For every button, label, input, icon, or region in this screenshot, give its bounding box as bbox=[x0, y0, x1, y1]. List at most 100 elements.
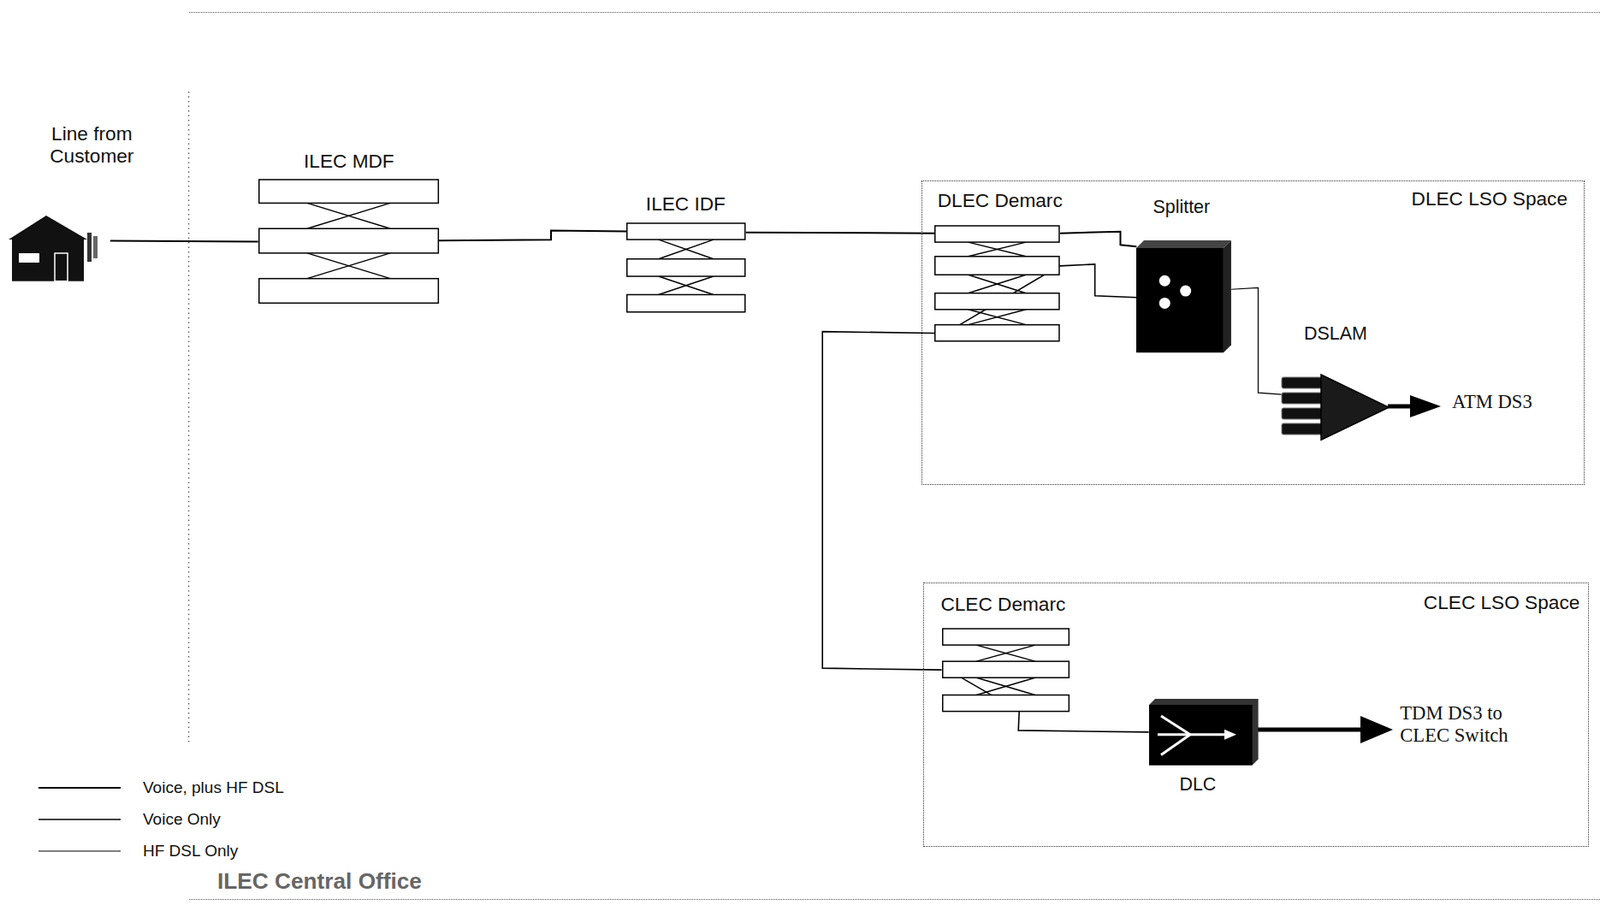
node-heading: Line from Customer bbox=[30, 122, 154, 167]
mux-line bbox=[1157, 733, 1191, 736]
frame-bars bbox=[258, 179, 439, 303]
mux-line bbox=[1161, 734, 1191, 755]
frame-bars bbox=[627, 223, 746, 313]
shape-drawing bbox=[8, 213, 111, 282]
terminal-block bbox=[258, 228, 439, 254]
collocation-space: DLEC LSO SpaceDLEC DemarcSplitterDSLAM bbox=[921, 180, 1585, 486]
cross-connect bbox=[968, 242, 1026, 257]
terminal-block bbox=[935, 256, 1060, 275]
trunk-line bbox=[1387, 404, 1414, 409]
port-card bbox=[1281, 392, 1323, 404]
shape-drawing bbox=[934, 225, 1061, 342]
wire-connector bbox=[1060, 231, 1137, 247]
wire-connector bbox=[1060, 264, 1137, 298]
port-card bbox=[1281, 423, 1323, 435]
house-icon bbox=[8, 215, 98, 282]
cross-connect bbox=[976, 645, 1036, 663]
cross-connect bbox=[968, 309, 1026, 326]
side-box bbox=[87, 232, 92, 262]
shape-drawing bbox=[1149, 699, 1259, 766]
terminal-block bbox=[627, 294, 746, 312]
dslam-icon bbox=[1281, 374, 1389, 440]
cross-connect bbox=[976, 645, 1036, 663]
legend-label: Voice Only bbox=[142, 810, 221, 830]
mux-triangle bbox=[1321, 374, 1389, 440]
wire-connector bbox=[110, 239, 259, 243]
wire-connector bbox=[1231, 287, 1281, 395]
shape-drawing bbox=[942, 628, 1070, 712]
terminal-block bbox=[627, 259, 746, 277]
window bbox=[18, 253, 40, 263]
distribution-frame: ILEC MDF bbox=[258, 179, 439, 303]
cross-connect bbox=[968, 309, 1026, 326]
cross-connect bbox=[307, 202, 391, 229]
wire-connector bbox=[1018, 711, 1149, 733]
arrow-head bbox=[1360, 716, 1393, 744]
dlc-icon bbox=[1149, 699, 1259, 766]
wall bbox=[11, 238, 84, 282]
terminal-block bbox=[935, 325, 1060, 342]
trunk-line bbox=[1256, 728, 1364, 733]
side-box bbox=[93, 236, 98, 259]
terminal-block bbox=[942, 628, 1069, 646]
wire-connector bbox=[746, 231, 935, 235]
node-heading: CLEC Demarc bbox=[940, 592, 1066, 616]
dslam-symbol: DSLAM bbox=[1281, 374, 1389, 440]
legend-line bbox=[38, 818, 121, 821]
roof bbox=[8, 215, 88, 240]
node-heading: ILEC Central Office bbox=[217, 868, 422, 895]
cross-connect bbox=[976, 678, 1036, 696]
splitter-dot bbox=[1159, 297, 1171, 309]
cross-connect bbox=[658, 276, 714, 295]
port-card bbox=[1281, 408, 1323, 420]
box-edge bbox=[1149, 699, 1259, 766]
node-heading: ILEC IDF bbox=[645, 192, 726, 215]
terminal-block bbox=[627, 223, 746, 240]
terminal-block bbox=[258, 179, 439, 203]
node-heading: ILEC MDF bbox=[303, 149, 395, 172]
demarc-frame: DLEC Demarc bbox=[934, 225, 1061, 342]
arrow-head bbox=[1410, 395, 1441, 418]
mux-line bbox=[1190, 733, 1227, 736]
splitter-box: Splitter bbox=[1136, 240, 1232, 353]
legend-line bbox=[38, 787, 121, 789]
terminal-block bbox=[935, 225, 1060, 243]
cross-connect bbox=[307, 253, 391, 279]
legend-samples bbox=[38, 788, 121, 852]
cross-connect bbox=[307, 253, 391, 279]
frame-bars bbox=[935, 225, 1061, 342]
node-heading: DSLAM bbox=[1303, 323, 1368, 345]
cross-connect bbox=[307, 202, 391, 229]
demarc-frame: CLEC Demarc bbox=[942, 628, 1070, 712]
distribution-frame: ILEC IDF bbox=[626, 223, 747, 313]
dlc-box: DLC bbox=[1149, 699, 1259, 766]
node-heading: Splitter bbox=[1152, 196, 1210, 219]
port-card bbox=[1281, 377, 1323, 389]
shape-drawing bbox=[1136, 240, 1232, 353]
terminal-block bbox=[942, 695, 1069, 712]
cross-connect bbox=[976, 678, 1036, 696]
node-heading: DLC bbox=[1179, 774, 1216, 796]
cross-connect bbox=[658, 239, 714, 260]
frame-bars bbox=[942, 628, 1069, 712]
shape-drawing bbox=[626, 223, 747, 313]
shape-drawing bbox=[1281, 374, 1389, 440]
legend-label: HF DSL Only bbox=[142, 841, 238, 861]
legend-label: Voice, plus HF DSL bbox=[142, 778, 285, 798]
splitter-dot bbox=[1180, 285, 1192, 297]
door bbox=[54, 253, 68, 282]
customer-house: Line from Customer bbox=[8, 213, 111, 282]
cross-connect bbox=[658, 239, 714, 260]
cross-connect bbox=[968, 242, 1026, 257]
wire-connector bbox=[438, 231, 627, 242]
node-heading: CLEC LSO Space bbox=[1423, 591, 1580, 614]
node-heading: DLEC Demarc bbox=[937, 189, 1063, 212]
mux-arrow bbox=[1224, 728, 1237, 740]
shape-drawing bbox=[258, 179, 439, 303]
tdm-output-arrow bbox=[1256, 716, 1393, 744]
terminal-block bbox=[935, 293, 1060, 310]
mux-line bbox=[1161, 716, 1191, 735]
